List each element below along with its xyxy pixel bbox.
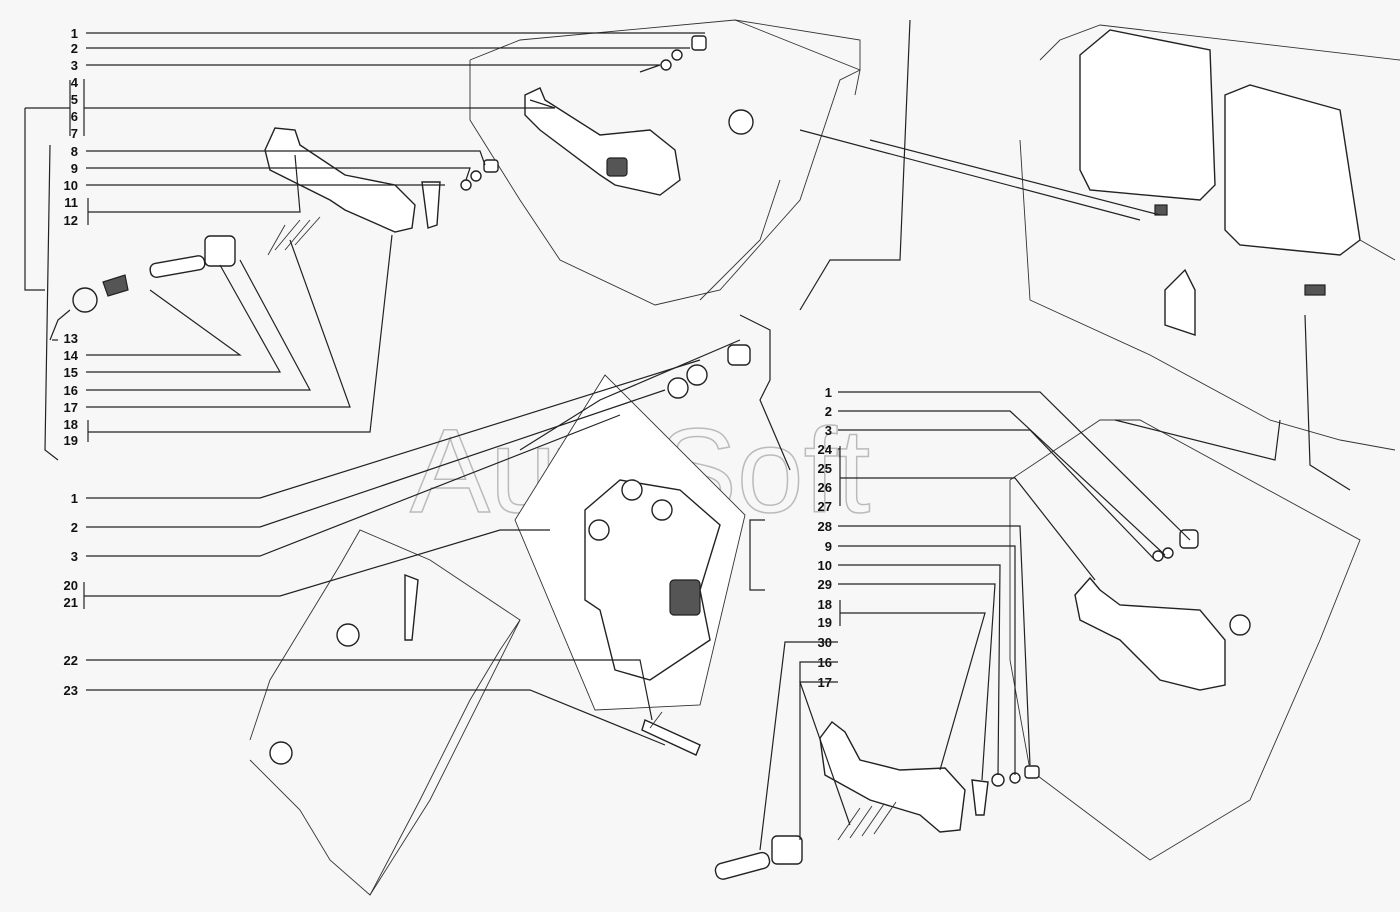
leader-line bbox=[799, 661, 838, 840]
vehicle-inset bbox=[1019, 24, 1400, 451]
leader-line bbox=[86, 414, 621, 557]
door-panel-top bbox=[469, 19, 861, 306]
leader-line bbox=[840, 612, 986, 771]
leader-line bbox=[838, 525, 1031, 766]
leader-line bbox=[838, 391, 1191, 541]
callout-number: 7 bbox=[71, 126, 78, 141]
door-handle-bottom bbox=[714, 721, 1040, 880]
callout-number: 3 bbox=[825, 423, 832, 438]
callout-number: 12 bbox=[64, 213, 78, 228]
callout-number: 6 bbox=[71, 109, 78, 124]
callout-number: 1 bbox=[71, 26, 78, 41]
leader-line bbox=[86, 259, 312, 391]
callout-number: 22 bbox=[64, 653, 78, 668]
callout-number: 17 bbox=[64, 400, 78, 415]
callout-number: 23 bbox=[64, 683, 78, 698]
callout-number: 21 bbox=[64, 595, 78, 610]
callout-number: 18 bbox=[818, 597, 832, 612]
callout-number: 15 bbox=[64, 365, 78, 380]
callout-number: 10 bbox=[64, 178, 78, 193]
leader-line bbox=[86, 659, 653, 721]
leader-line bbox=[86, 389, 666, 528]
callout-number: 20 bbox=[64, 578, 78, 593]
leader-line bbox=[838, 545, 1016, 775]
door-panel-right bbox=[1009, 419, 1361, 861]
leader-line bbox=[86, 167, 471, 181]
leader-line bbox=[838, 429, 1156, 561]
callout-number: 13 bbox=[64, 331, 78, 346]
door-lock-mechanism bbox=[514, 344, 751, 756]
callout-number: 2 bbox=[825, 404, 832, 419]
callout-number: 19 bbox=[818, 615, 832, 630]
callout-number: 25 bbox=[818, 461, 832, 476]
leader-line bbox=[88, 234, 393, 433]
callout-number: 2 bbox=[71, 520, 78, 535]
leader-line bbox=[759, 641, 838, 851]
leader-line bbox=[88, 154, 301, 213]
leader-line bbox=[24, 108, 45, 291]
leader-line bbox=[86, 150, 486, 166]
callout-number: 11 bbox=[64, 195, 78, 210]
callout-number: 4 bbox=[71, 75, 79, 90]
callout-number: 18 bbox=[64, 417, 78, 432]
callout-number: 28 bbox=[818, 519, 832, 534]
leader-line bbox=[838, 583, 996, 781]
leader-line bbox=[799, 681, 851, 826]
leader-line bbox=[84, 529, 550, 597]
leader-line bbox=[86, 689, 666, 746]
leader-line bbox=[86, 239, 351, 408]
leader-line bbox=[49, 309, 71, 341]
callout-number: 29 bbox=[818, 577, 832, 592]
callout-number: 27 bbox=[818, 499, 832, 514]
leader-line bbox=[86, 264, 282, 373]
leader-line bbox=[838, 564, 1001, 776]
callout-number: 5 bbox=[71, 92, 78, 107]
callout-number: 14 bbox=[64, 348, 79, 363]
leader-line bbox=[86, 64, 661, 73]
callout-number: 3 bbox=[71, 549, 78, 564]
callout-number: 1 bbox=[71, 491, 78, 506]
callout-number: 16 bbox=[64, 383, 78, 398]
callout-number: 8 bbox=[71, 144, 78, 159]
callout-number: 26 bbox=[818, 480, 832, 495]
door-handle-left bbox=[72, 127, 499, 313]
leader-line bbox=[86, 289, 242, 356]
door-panel-lower-left bbox=[249, 529, 521, 896]
callout-number: 9 bbox=[825, 539, 832, 554]
callout-number: 10 bbox=[818, 558, 832, 573]
leader-lines bbox=[44, 19, 1351, 591]
callout-number: 9 bbox=[71, 161, 78, 176]
leader-line bbox=[838, 410, 1166, 556]
leader-line bbox=[84, 99, 556, 109]
door-handle-top bbox=[524, 35, 754, 196]
callout-number: 24 bbox=[818, 442, 833, 457]
callout-number: 1 bbox=[825, 385, 832, 400]
leader-line bbox=[86, 359, 701, 499]
leader-line bbox=[840, 477, 1096, 581]
callout-number: 2 bbox=[71, 41, 78, 56]
callout-number: 19 bbox=[64, 433, 78, 448]
callout-number: 3 bbox=[71, 58, 78, 73]
